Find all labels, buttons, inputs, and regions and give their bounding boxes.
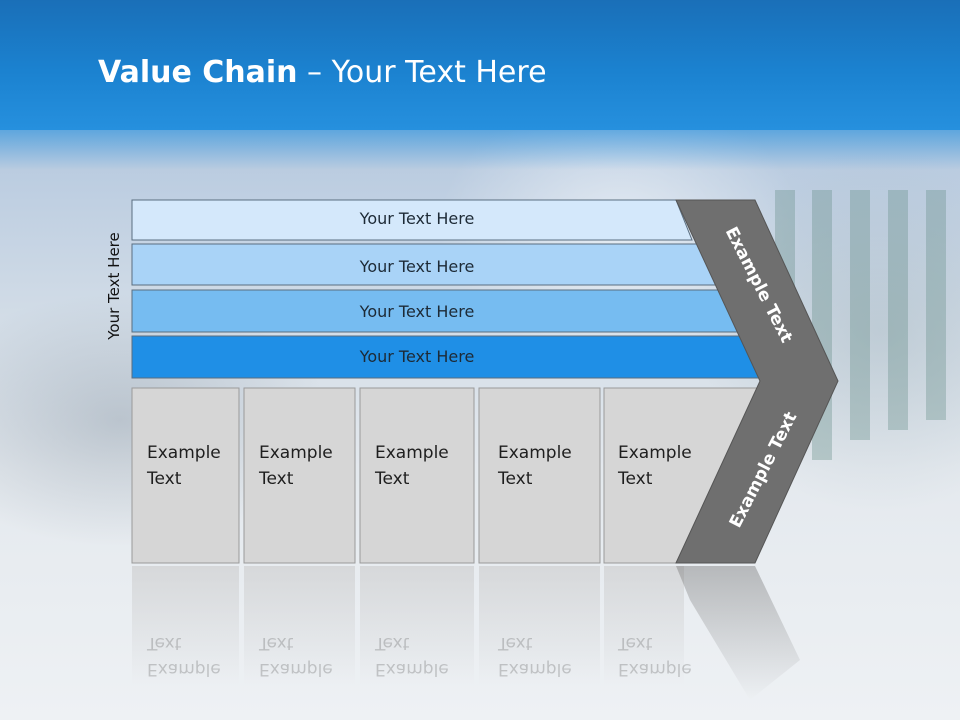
activity-box (478, 387, 601, 564)
box-reflection (479, 566, 600, 686)
box-label: Example Text (375, 443, 449, 489)
box-label: Example Text (498, 443, 572, 489)
chevron-arrow (675, 199, 839, 564)
box-reflection (604, 566, 684, 686)
slide-title: Value Chain – Your Text Here (98, 55, 547, 90)
box-label: Example Text (618, 443, 692, 489)
fence-post (926, 190, 946, 420)
box-label-reflection: Example Text (498, 633, 572, 679)
title-bold: Value Chain (98, 55, 298, 90)
box-reflection (244, 566, 355, 686)
row-label: Your Text Here (359, 257, 475, 276)
box-label: Example Text (259, 443, 333, 489)
box-label-reflection: Example Text (259, 633, 333, 679)
row-label: Your Text Here (359, 302, 475, 321)
fence-post (888, 190, 908, 430)
box-label-reflection: Example Text (147, 633, 221, 679)
row-label: Your Text Here (359, 347, 475, 366)
fence-post (850, 190, 870, 440)
title-rest: – Your Text Here (297, 55, 547, 90)
box-label: Example Text (147, 443, 221, 489)
box-label-reflection: Example Text (618, 633, 692, 679)
box-reflection (360, 566, 474, 686)
activity-box (359, 387, 475, 564)
title-bar: Value Chain – Your Text Here (0, 0, 960, 170)
row-label: Your Text Here (359, 209, 475, 228)
activity-box (243, 387, 356, 564)
box-reflection (132, 566, 239, 686)
row-bar (131, 199, 693, 241)
activity-box (131, 387, 240, 564)
chevron-reflection (676, 566, 800, 700)
box-label-reflection: Example Text (375, 633, 449, 679)
